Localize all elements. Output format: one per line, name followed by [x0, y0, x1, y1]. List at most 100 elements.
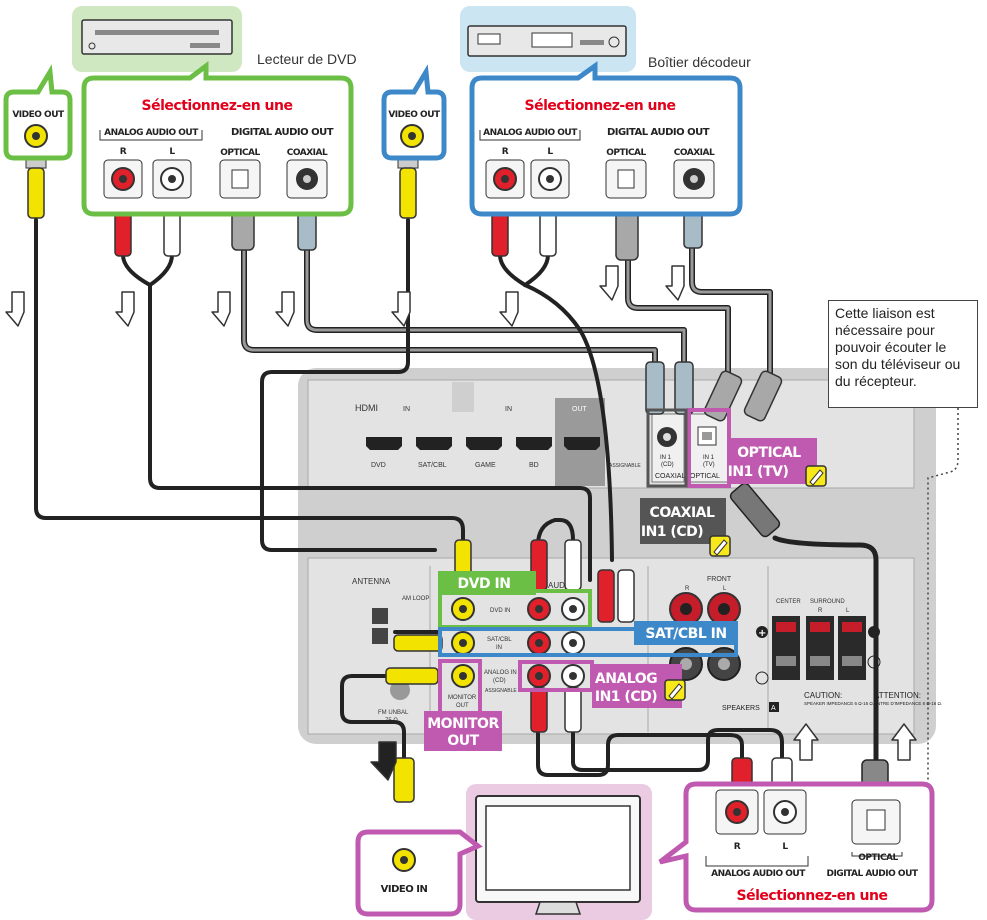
tv-analog-label: ANALOG AUDIO OUT — [711, 869, 806, 879]
optical-in-badge — [729, 438, 817, 484]
hdmi-in-label-2: IN — [505, 406, 512, 413]
analog-in-label-1: ANALOG — [595, 671, 657, 687]
dvd-name: Lecteur de DVD — [257, 51, 357, 67]
assignable-small: ASSIGNABLE — [485, 688, 517, 694]
dvd-analog-label: ANALOG AUDIO OUT — [104, 128, 199, 138]
coax-in-label-1: COAXIAL — [650, 505, 715, 521]
optical-in-label-2: IN1 (TV) — [728, 464, 789, 480]
fm-connector[interactable] — [390, 680, 410, 700]
speakers-a-label: A — [771, 705, 776, 712]
coax-port-l1: IN 1 — [660, 455, 672, 461]
decoder-analog-label: ANALOG AUDIO OUT — [483, 128, 578, 138]
dvd-video-out-callout — [3, 64, 73, 161]
front-l-label: L — [723, 586, 727, 592]
arrow-down-icon — [665, 265, 685, 301]
hdmi-port-game[interactable] — [466, 437, 502, 450]
hdmi-port-satcbl[interactable] — [416, 437, 452, 450]
hdmi-out-label: OUT — [572, 406, 588, 413]
decoder-r: R — [502, 147, 509, 157]
decoder-group: Boîtier décodeur Sélectionnez-en une ANA… — [381, 6, 751, 217]
satcbl-small-label-1: SAT/CBL — [487, 637, 512, 643]
arrow-down-icon — [599, 265, 619, 301]
hdmi-ports — [366, 437, 600, 450]
spring-terminals — [772, 616, 866, 680]
dvd-optical-jack[interactable] — [231, 169, 249, 189]
tv-optical-jack[interactable] — [866, 809, 886, 831]
decoder-digital-label: DIGITAL AUDIO OUT — [607, 127, 710, 138]
decoder-name: Boîtier décodeur — [648, 54, 751, 70]
dvd-optical: OPTICAL — [220, 148, 260, 158]
caution-sub: SPEAKER IMPEDANCE 6 Ω-16 Ω. — [804, 701, 874, 706]
center-label: CENTER — [776, 599, 801, 605]
monitor-small-2: OUT — [456, 703, 469, 709]
tv-l: L — [782, 842, 788, 852]
hdmi-port-label-dvd: DVD — [371, 462, 386, 469]
tv-select-one: Sélectionnez-en une — [737, 888, 888, 904]
arrow-down-icon — [275, 291, 295, 327]
opt-port-name: OPTICAL — [690, 473, 720, 480]
decoder-optical: OPTICAL — [606, 148, 646, 158]
arrow-up-icon — [793, 723, 819, 761]
surround-r-label: R — [818, 608, 823, 614]
arrow-down-icon — [499, 291, 519, 327]
assignable-label: ASSIGNABLE — [609, 463, 641, 469]
monitor-out-badge — [424, 711, 502, 751]
link-note: Cette liaison est nécessaire pour pouvoi… — [828, 300, 978, 408]
dvd-l: L — [169, 147, 175, 157]
decoder-video-out-callout — [381, 64, 447, 161]
hdmi-label: HDMI — [355, 403, 378, 413]
caution-label: CAUTION: — [804, 691, 842, 700]
decoder-l: L — [547, 147, 553, 157]
decoder-optical-jack[interactable] — [617, 169, 635, 189]
arrow-down-icon — [370, 741, 397, 781]
dvd-in-label: DVD IN — [458, 576, 511, 592]
hdmi-port-label-bd: BD — [529, 462, 539, 469]
dvd-coaxial: COAXIAL — [287, 148, 328, 158]
analog-in-small-1: ANALOG IN — [484, 670, 517, 676]
svg-text:+: + — [758, 628, 766, 639]
front-r-label: R — [685, 586, 690, 592]
dotted-guide — [927, 408, 959, 780]
hdmi-port-bd[interactable] — [516, 437, 552, 450]
monitor-small-1: MONITOR — [448, 695, 477, 701]
coax-port-name: COAXIAL — [655, 473, 685, 480]
audio-small-label: AUDI — [548, 581, 567, 590]
coax-in-label-2: IN1 (CD) — [641, 524, 703, 540]
decoder-coaxial: COAXIAL — [674, 148, 715, 158]
attention-sub: ENTRE D'IMPEDANCE 6 Ω-16 Ω. — [874, 701, 942, 706]
dvd-select-one: Sélectionnez-en une — [142, 98, 293, 114]
dvd-video-out-label: VIDEO OUT — [12, 110, 65, 120]
arrow-down-icon — [5, 291, 25, 327]
am-terminal[interactable] — [372, 608, 388, 624]
analog-in-label-2: IN1 (CD) — [595, 689, 657, 705]
tv-group: VIDEO IN R L OPTICAL ANALOG AUDIO OUT DI… — [355, 781, 935, 920]
hdmi-port-label-game: GAME — [475, 462, 496, 469]
analog-in-small-2: (CD) — [493, 678, 506, 684]
dvd-callout — [81, 61, 354, 217]
arrow-down-icon — [391, 291, 411, 327]
dvd-in-badge — [438, 571, 536, 595]
direction-arrows — [5, 265, 917, 781]
surround-l-label: L — [846, 608, 850, 614]
monitor-out-label-1: MONITOR — [427, 716, 499, 732]
satcbl-small-label-2: IN — [496, 645, 502, 651]
tv-r: R — [734, 842, 741, 852]
coax-port-l2: (CD) — [661, 462, 674, 468]
monitor-out-label-2: OUT — [447, 733, 479, 749]
hdmi-port-out[interactable] — [564, 437, 600, 450]
hdmi-port-dvd[interactable] — [366, 437, 402, 450]
decoder-select-one: Sélectionnez-en une — [525, 98, 676, 114]
dvd-player-icon — [81, 19, 233, 55]
attention-label: ATTENTION: — [874, 691, 921, 700]
hdmi-in-label-1: IN — [403, 406, 410, 413]
arrow-down-icon — [115, 291, 135, 327]
dvd-group: Lecteur de DVD Sélectionnez-en une ANALO… — [3, 6, 357, 217]
cables — [34, 218, 879, 777]
tv-video-in-label: VIDEO IN — [381, 884, 428, 895]
satcbl-in-label: SAT/CBL IN — [645, 626, 726, 642]
hdmi-port-label-satcbl: SAT/CBL — [418, 462, 447, 469]
coax-in-highlight — [646, 408, 688, 488]
front-label: FRONT — [707, 576, 732, 583]
annotations: DVD IN SAT/CBL IN ANALOG IN1 (CD) MONITO… — [424, 408, 827, 751]
